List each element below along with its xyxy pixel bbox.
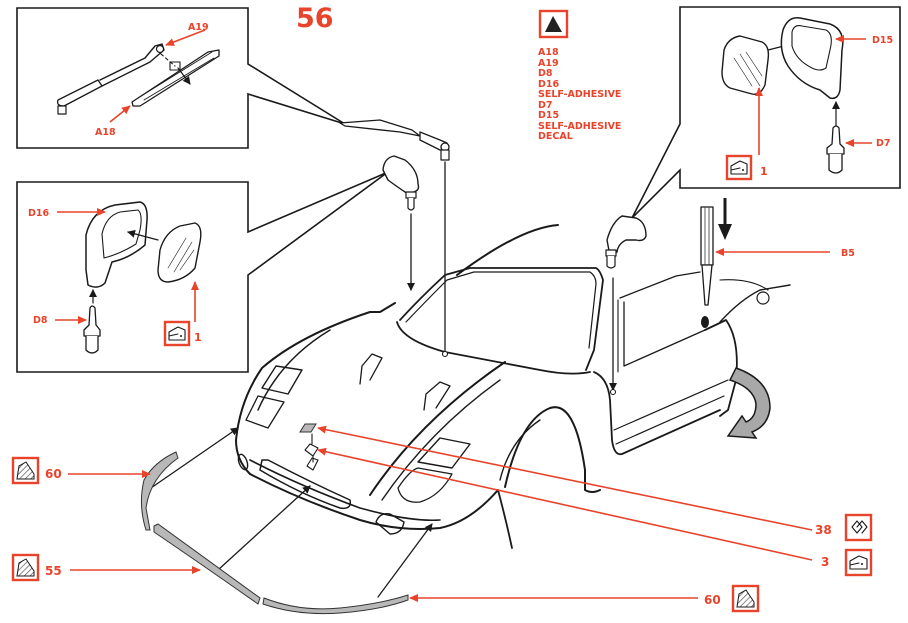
label-a18: A18: [95, 127, 116, 138]
wiper-detail-panel: A19 A18: [16, 7, 346, 149]
label-right-glass-count: 1: [760, 165, 768, 178]
left-mirror-stalk-illustration: [83, 305, 101, 354]
label-strip-55: 55: [45, 564, 62, 578]
label-d7: D7: [876, 138, 891, 149]
car-body-illustration: [235, 224, 791, 549]
legend-item: D7: [538, 100, 553, 111]
wiper-arm-illustration: [56, 43, 165, 115]
step-number: 56: [296, 3, 334, 34]
right-mirror-stalk-illustration: [826, 125, 845, 174]
trim-strip-bottom: [262, 594, 409, 615]
label-b5: B5: [841, 248, 855, 259]
legend-item: A18: [538, 47, 559, 58]
legend: A18 A19 D8 D16 SELF-ADHESIVE D7 D15 SELF…: [538, 9, 621, 142]
label-a19: A19: [188, 22, 209, 33]
left-mirror-glass-illustration: [157, 222, 202, 283]
label-d15: D15: [872, 35, 893, 46]
label-left-glass-count: 1: [194, 331, 202, 344]
self-adhesive-icon: [725, 154, 753, 181]
legend-item: DECAL: [538, 131, 573, 142]
label-strip-60-bottom: 60: [704, 593, 721, 607]
filled-triangle-icon: [538, 9, 569, 39]
left-mirror-assembly: [382, 155, 420, 211]
striped-adhesive-icon: [11, 553, 40, 582]
left-mirror-detail-panel: D16 D8 1: [16, 171, 389, 373]
trim-strip-front: [153, 523, 261, 605]
striped-adhesive-icon: [11, 456, 40, 485]
legend-item: D8: [538, 68, 553, 79]
label-decal-38: 38: [815, 523, 832, 537]
legend-item: SELF-ADHESIVE: [538, 89, 621, 100]
self-adhesive-icon: [163, 320, 191, 347]
self-adhesive-icon: [844, 548, 873, 577]
curved-rotate-arrow-icon: [726, 367, 771, 439]
right-mirror-glass-illustration: [721, 35, 770, 95]
decal-icon: [844, 513, 873, 542]
right-mirror-housing-illustration: [780, 17, 844, 100]
legend-item: D16: [538, 79, 559, 90]
trim-strip-left: [140, 451, 179, 531]
legend-item: SELF-ADHESIVE: [538, 121, 621, 132]
tool-b5-illustration: [700, 206, 714, 306]
label-part-3: 3: [821, 555, 829, 569]
striped-adhesive-icon: [731, 584, 760, 613]
label-strip-60-left: 60: [45, 467, 62, 481]
legend-item: D15: [538, 110, 559, 121]
right-mirror-detail-panel: D15 D7 1: [631, 6, 901, 219]
legend-item: A19: [538, 58, 559, 69]
label-d16: D16: [28, 208, 49, 219]
wiper-assembly: [339, 119, 450, 161]
right-mirror-assembly: [605, 215, 647, 269]
label-d8: D8: [33, 315, 48, 326]
